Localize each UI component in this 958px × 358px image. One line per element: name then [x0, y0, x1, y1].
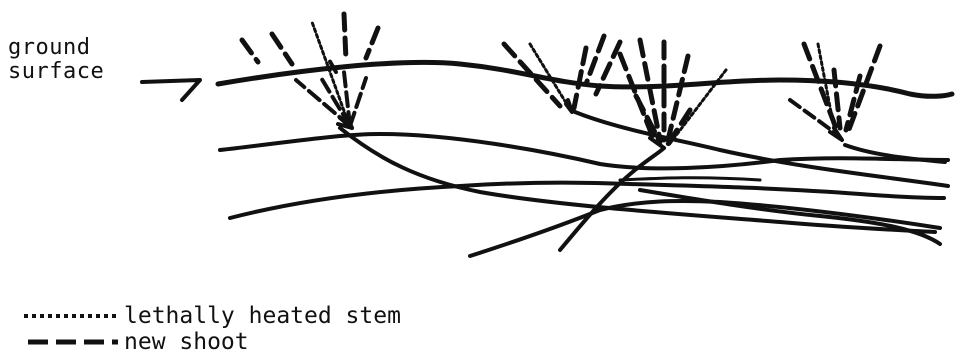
legend-heated-stem-label: lethally heated stem: [124, 303, 401, 329]
rhizome-line-9: [618, 176, 762, 182]
ground-label-line-2: surface: [8, 59, 105, 84]
ground-surface-label: ground surface: [8, 36, 104, 84]
rhizome-line-3: [338, 126, 937, 234]
rhizome-line-4: [468, 198, 942, 258]
dashed-line-swatch-icon: [28, 339, 118, 345]
dotted-line-swatch-icon: [24, 314, 118, 318]
plant-1: [239, 11, 381, 130]
plant-3: [617, 37, 728, 150]
legend-new-shoot-label: new shoot: [124, 329, 249, 355]
ground-pointer-arrow: [140, 78, 202, 102]
ground-label-line-1: ground: [8, 35, 91, 60]
plant-4: [788, 41, 883, 142]
rhizome-line-8: [843, 143, 947, 164]
rhizome-line-7: [638, 188, 942, 246]
rhizome-line-1: [218, 132, 950, 171]
ground-surface-line: [215, 59, 955, 99]
rhizome-line-5: [573, 110, 950, 188]
rhizome-line-6: [558, 146, 666, 252]
plant-2: [501, 33, 623, 114]
